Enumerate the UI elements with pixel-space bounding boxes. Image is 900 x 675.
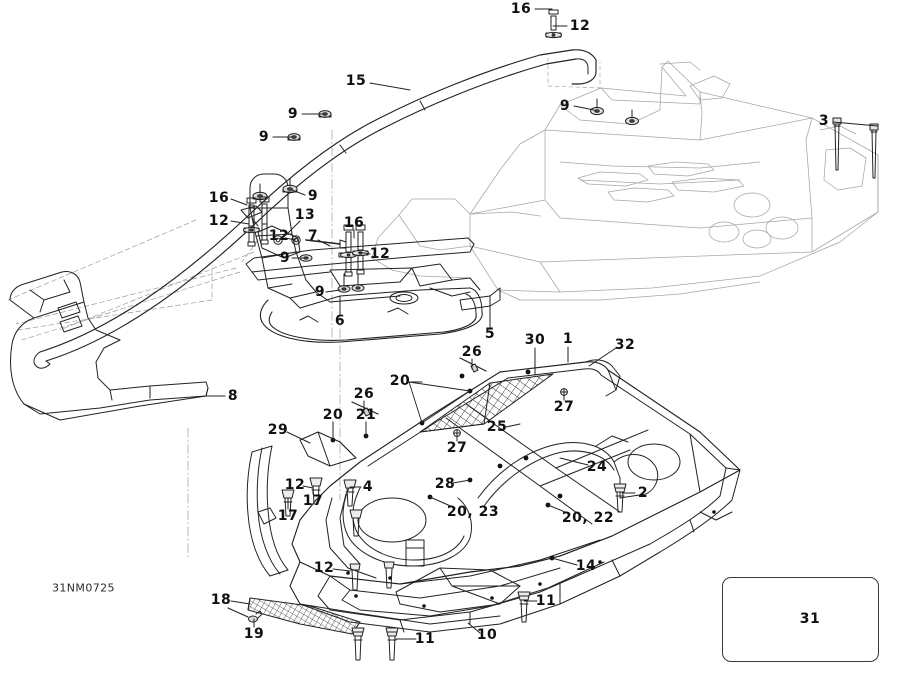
leader-25 [505,423,521,428]
detail-inset-box [722,577,879,662]
callout-12: 12 [284,477,306,493]
leader-20-22 [547,504,571,515]
part-4-side-panel [325,493,377,579]
callout-25: 25 [486,419,508,435]
callout-12: 12 [268,228,290,244]
leader-16 [230,198,248,206]
part-18-mesh-grille [247,597,361,635]
callout-16: 16 [208,190,230,206]
callout-20: 20 [322,407,344,423]
callout-9: 9 [307,188,319,204]
callout-19: 19 [243,626,265,642]
callout-20-22: 20, 22 [561,510,615,526]
callout-7: 7 [307,228,319,244]
callout-15: 15 [345,73,367,89]
leader-32 [588,347,617,367]
callout-9: 9 [314,284,326,300]
callout-11: 11 [535,593,557,609]
centerline-axes [187,129,341,561]
callout-1: 1 [562,331,574,347]
part-8-side-trim [9,271,209,421]
callout-14: 14 [575,558,597,574]
fasteners-16-12 [243,9,562,277]
callout-2: 2 [637,485,649,501]
leader-18 [230,600,251,605]
callout-27: 27 [553,399,575,415]
leader-20-23 [429,496,456,509]
callout-30: 30 [524,332,546,348]
callout-12: 12 [313,560,335,576]
part-29-deflector [246,431,357,577]
callout-11: 11 [414,631,436,647]
leader-12 [302,485,314,489]
part-6-bumper-support [245,173,501,343]
leader-12 [284,237,297,241]
callout-26: 26 [461,344,483,360]
callout-26: 26 [353,386,375,402]
projection-lines [7,219,259,341]
part-26-screws [351,357,487,417]
callout-6: 6 [334,313,346,329]
part-19-fastener [227,607,263,623]
callout-3: 3 [818,113,830,129]
leader-10 [467,622,481,634]
callout-20-23: 20, 23 [446,504,500,520]
callout-21: 21 [355,407,377,423]
leader-7 [317,239,331,247]
leader-13 [287,220,301,234]
diagram-code: 31NM0725 [52,581,115,595]
callout-9: 9 [287,106,299,122]
callout-32: 32 [614,337,636,353]
callout-leader-lines [205,8,879,640]
callout-12: 12 [369,246,391,262]
chassis-phantom-outline [371,60,879,301]
leader-15 [369,82,411,91]
leader-12 [357,251,371,255]
callout-24: 24 [586,459,608,475]
callout-17: 17 [277,508,299,524]
callout-12: 12 [569,18,591,34]
leader-3 [832,121,879,127]
leader-14 [551,557,578,566]
callout-17: 17 [302,493,324,509]
leader-24 [559,457,589,466]
callout-10: 10 [476,627,498,643]
callout-4: 4 [362,479,374,495]
callout-13: 13 [294,207,316,223]
part-10-skid-plate [289,467,741,633]
callout-29: 29 [267,422,289,438]
leader-28 [452,479,471,484]
callout-28: 28 [434,476,456,492]
callout-20: 20 [389,373,411,389]
callout-9: 9 [279,250,291,266]
leader-9 [291,189,306,196]
callout-12: 12 [208,213,230,229]
rivets-3 [832,117,879,179]
callout-27: 27 [446,440,468,456]
callout-18: 18 [210,592,232,608]
leader-12 [230,220,250,225]
leader-9 [573,105,595,111]
leader-12 [332,568,351,572]
callout-8: 8 [227,388,239,404]
callout-16: 16 [343,215,365,231]
callout-31: 31 [799,611,821,627]
callout-9: 9 [559,98,571,114]
callout-9: 9 [258,129,270,145]
washers-9 [252,98,639,293]
push-rivets [281,477,627,661]
leader-9 [325,289,341,293]
callout-5: 5 [484,326,496,342]
part-15-grab-bar [33,49,601,369]
callout-16: 16 [510,1,532,17]
leader-29 [286,431,311,444]
